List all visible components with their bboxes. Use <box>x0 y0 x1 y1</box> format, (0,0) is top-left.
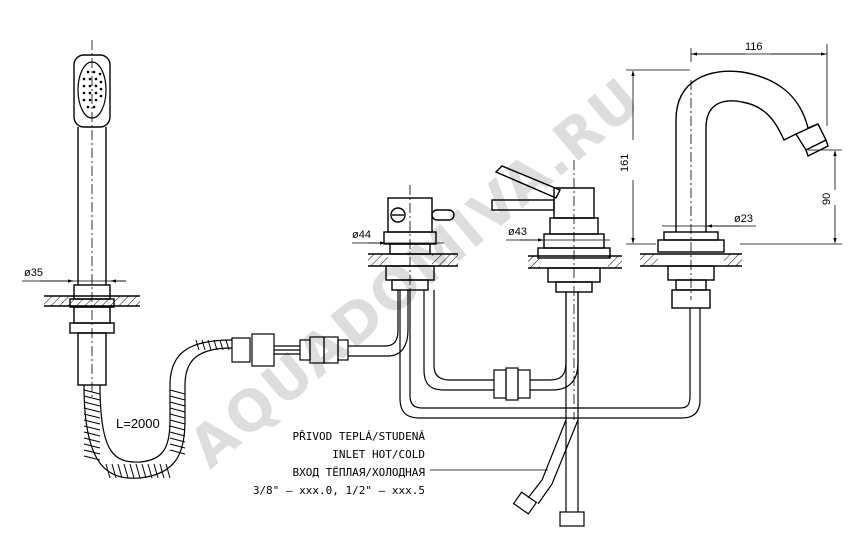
flexible-hose <box>83 290 409 479</box>
dim-mixer-diameter: ø43 <box>506 226 610 242</box>
hose-coils <box>83 339 230 479</box>
mixer-valve <box>491 160 622 420</box>
label-shower-diameter: ø35 <box>24 267 43 279</box>
hose-coil-lines <box>83 339 230 479</box>
label-spout-height: 161 <box>619 154 631 172</box>
label-spout-width: 116 <box>745 41 763 53</box>
diverter-valve <box>368 185 458 300</box>
label-mixer-diameter: ø43 <box>508 226 527 238</box>
shower-nozzles-icon <box>82 70 103 109</box>
spout <box>640 70 829 309</box>
note-line-cz: PŘIVOD TEPLÁ/STUDENÁ <box>293 430 426 443</box>
note-line-sizes: 3/8" – xxx.0, 1/2" – xxx.5 <box>253 484 425 497</box>
piping <box>399 290 701 527</box>
hand-shower <box>44 40 140 400</box>
dim-shower-diameter: ø35 <box>22 267 126 283</box>
label-hose-length: L=2000 <box>116 416 160 431</box>
label-outlet-height: 90 <box>821 193 833 205</box>
label-spout-diameter: ø23 <box>734 213 753 225</box>
dim-spout <box>626 44 842 245</box>
label-diverter-diameter: ø44 <box>352 229 371 241</box>
inlet-note: PŘIVOD TEPLÁ/STUDENÁ INLET HOT/COLD ВХОД… <box>253 430 426 497</box>
note-line-en: INLET HOT/COLD <box>332 448 425 461</box>
dim-diverter-diameter: ø44 <box>352 229 444 245</box>
note-line-ru: ВХОД ТЁПЛАЯ/ХОЛОДНАЯ <box>293 466 426 479</box>
